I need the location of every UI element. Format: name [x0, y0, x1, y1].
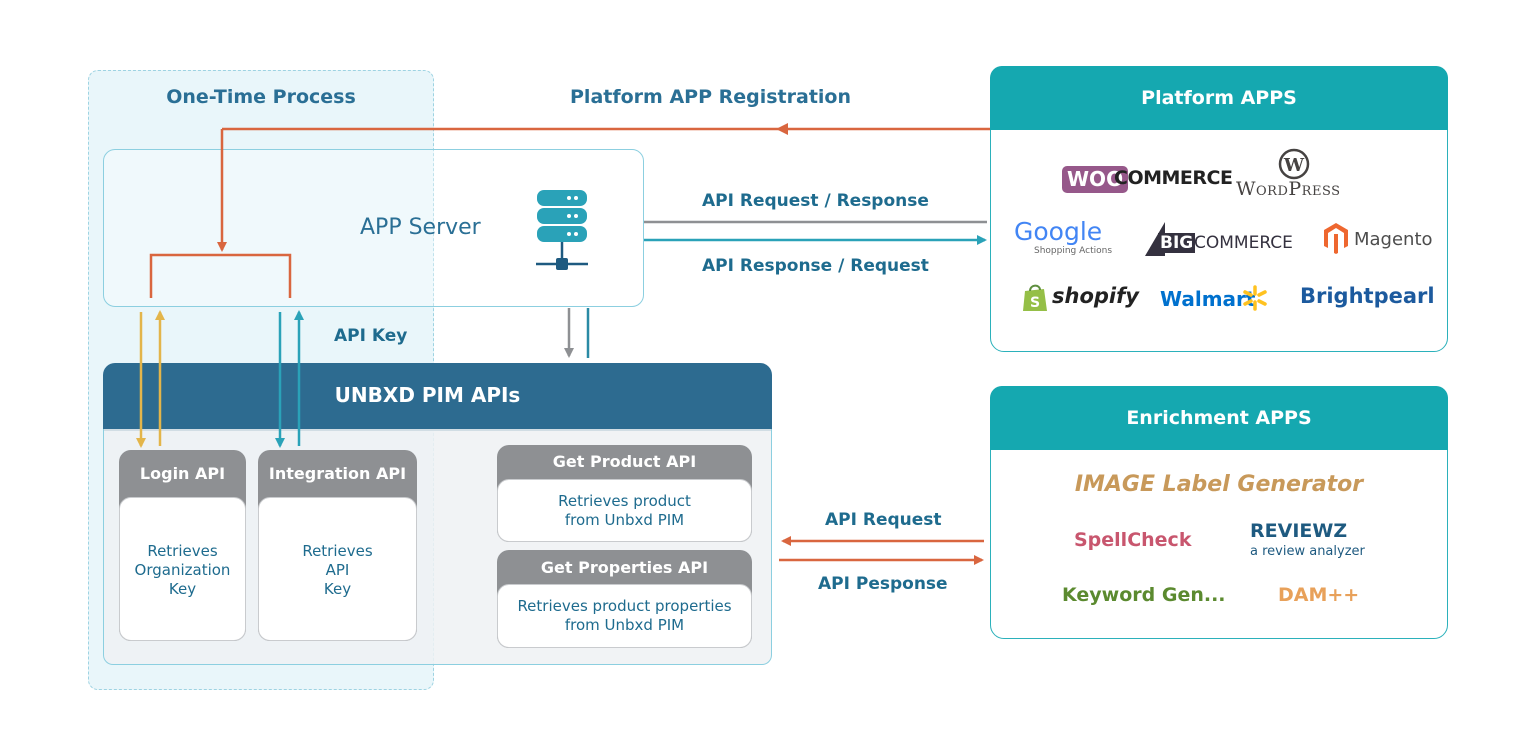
bigcommerce-logo-commerce: COMMERCE: [1194, 233, 1293, 253]
get-product-api-description: Retrieves product from Unbxd PIM: [497, 479, 752, 542]
one-time-process-title: One-Time Process: [166, 86, 356, 108]
dam-logo: DAM++: [1278, 584, 1360, 606]
api-request-label: API Request: [825, 510, 942, 530]
bigcommerce-logo-big: BIG: [1158, 233, 1196, 253]
reviewz-logo: REVIEWZ: [1250, 520, 1348, 542]
get-properties-api-title: Get Properties API: [540, 558, 709, 577]
woocommerce-logo-woo: WOO: [1062, 166, 1129, 193]
woocommerce-logo-commerce: COMMERCE: [1114, 167, 1233, 189]
brightpearl-logo: Brightpearl: [1300, 284, 1435, 308]
api-response-request-label: API Response / Request: [702, 256, 929, 276]
api-response-label: API Pesponse: [818, 574, 948, 594]
pim-apis-header: UNBXD PIM APIs: [103, 363, 772, 431]
integration-api-title: Integration API: [268, 464, 407, 483]
svg-text:W: W: [1283, 155, 1305, 176]
image-label-generator-logo: IMAGE Label Generator: [1074, 472, 1364, 497]
google-logo-sub: Shopping Actions: [1034, 246, 1113, 256]
magento-logo: Magento: [1354, 229, 1433, 250]
reviewz-subtitle: a review analyzer: [1250, 544, 1365, 559]
google-logo: Google: [1014, 217, 1103, 246]
keyword-gen-logo: Keyword Gen...: [1062, 584, 1226, 606]
walmart-spark-icon: [1243, 285, 1267, 311]
login-api-description: Retrieves Organization Key: [119, 497, 246, 641]
magento-icon: [1324, 223, 1348, 254]
platform-registration-label: Platform APP Registration: [570, 86, 852, 108]
database-server-icon: [536, 190, 588, 270]
get-product-api-title: Get Product API: [552, 452, 697, 471]
wordpress-logo-text: WordPress: [1236, 178, 1341, 200]
get-properties-api-description: Retrieves product properties from Unbxd …: [497, 584, 752, 648]
login-api-title: Login API: [139, 464, 226, 483]
wordpress-icon: W: [1278, 148, 1310, 180]
svg-text:S: S: [1030, 295, 1040, 311]
shopify-logo: shopify: [1052, 284, 1139, 308]
spellcheck-logo: SpellCheck: [1074, 529, 1192, 551]
api-request-response-label: API Request / Response: [702, 191, 929, 211]
shopify-bag-icon: S: [1023, 284, 1047, 311]
api-key-label: API Key: [334, 326, 408, 346]
app-server-label: APP Server: [360, 215, 481, 240]
platform-apps-header: Platform APPS: [990, 66, 1448, 130]
integration-api-description: Retrieves API Key: [258, 497, 417, 641]
walmart-logo: Walmart: [1160, 287, 1256, 311]
enrichment-apps-header: Enrichment APPS: [990, 386, 1448, 450]
